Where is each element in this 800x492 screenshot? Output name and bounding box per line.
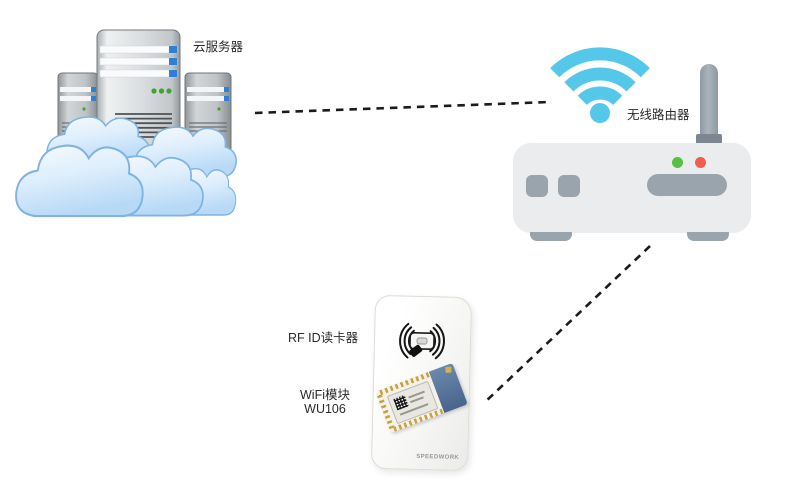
- rfid-tag-shape: [409, 344, 423, 357]
- router-led-red: [695, 157, 706, 168]
- rfid-wave-icon: [399, 322, 445, 360]
- reader-brand-text: SPEEDWORK: [416, 453, 460, 461]
- cloud-shapes: [15, 116, 237, 218]
- router-antenna: [700, 64, 718, 138]
- module-antenna-trace: [445, 366, 452, 373]
- cloud-server-illustration: [15, 29, 237, 218]
- server-led-lights: [151, 88, 172, 94]
- wifi-module-pcb: [375, 362, 468, 434]
- router-foot-right: [687, 232, 729, 241]
- module-qr-code: [393, 394, 409, 411]
- wifi-signal-icon: [550, 47, 650, 123]
- router-port-right: [558, 175, 580, 197]
- link-router-to-reader: [483, 245, 651, 404]
- router-led-green: [672, 157, 683, 168]
- router-port-left: [526, 175, 548, 197]
- cloud-server-label: 云服务器: [193, 40, 244, 54]
- router-label-panel: [647, 174, 727, 196]
- wifi-module-label-line1: WiFi模块: [300, 388, 350, 402]
- wifi-module-label: WiFi模块 WU106: [294, 388, 356, 416]
- router-foot-left: [530, 232, 572, 241]
- router-antenna-base: [696, 134, 722, 145]
- router-label: 无线路由器: [627, 108, 690, 122]
- rfid-reader-label: RF ID读卡器: [288, 331, 359, 345]
- wifi-module-label-line2: WU106: [304, 402, 346, 416]
- module-label-line: [410, 396, 424, 404]
- link-cloud-to-router: [254, 100, 550, 115]
- rfid-reader-device: SPEEDWORK: [370, 294, 473, 472]
